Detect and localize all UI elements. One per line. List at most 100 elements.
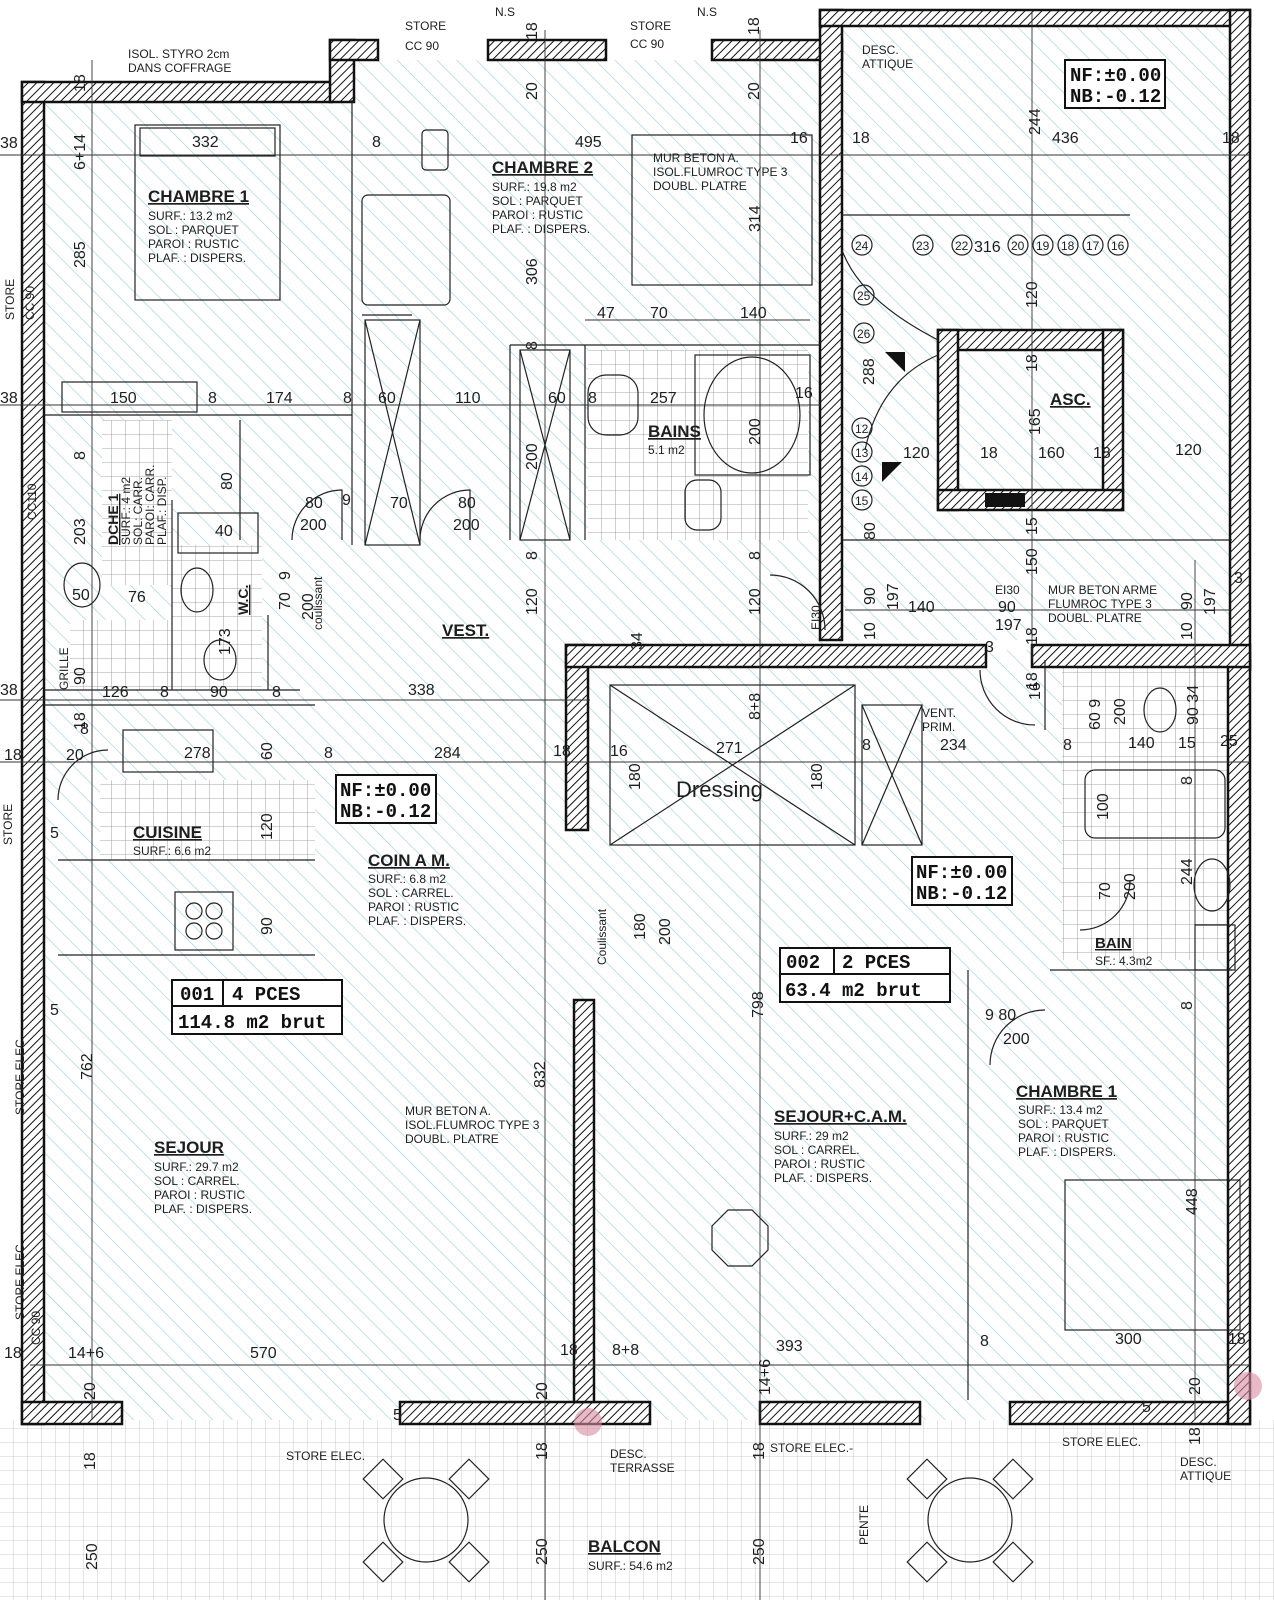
svg-text:90: 90 bbox=[998, 599, 1016, 616]
label-desc-attique-bot-1: DESC. bbox=[1180, 1455, 1217, 1469]
label-mur-beton-1: MUR BETON A. bbox=[653, 151, 739, 165]
label-isol-1: ISOL. STYRO 2cm bbox=[128, 47, 229, 61]
svg-text:8: 8 bbox=[80, 721, 89, 738]
svg-text:18: 18 bbox=[852, 130, 870, 147]
svg-text:140: 140 bbox=[908, 599, 935, 616]
svg-text:338: 338 bbox=[408, 682, 435, 699]
svg-text:9 80: 9 80 bbox=[985, 1007, 1016, 1024]
svg-text:200: 200 bbox=[524, 443, 541, 470]
label-vent-2: PRIM. bbox=[922, 720, 955, 734]
svg-text:14: 14 bbox=[855, 470, 869, 484]
svg-text:20: 20 bbox=[1187, 1377, 1204, 1395]
svg-text:CUISINE: CUISINE bbox=[133, 823, 202, 842]
room-chambre1-right: CHAMBRE 1 SURF.: 13.4 m2 SOL : PARQUET P… bbox=[1016, 1082, 1117, 1159]
svg-text:NB:-0.12: NB:-0.12 bbox=[1070, 86, 1161, 108]
svg-text:SF.: 4.3m2: SF.: 4.3m2 bbox=[1095, 954, 1153, 968]
svg-text:174: 174 bbox=[266, 390, 293, 407]
label-mur-sej-2: ISOL.FLUMROC TYPE 3 bbox=[405, 1118, 540, 1132]
svg-text:SOL : CARREL.: SOL : CARREL. bbox=[774, 1143, 860, 1157]
svg-text:8: 8 bbox=[524, 551, 541, 560]
svg-text:15: 15 bbox=[1024, 517, 1041, 535]
svg-text:CHAMBRE 1: CHAMBRE 1 bbox=[1016, 1082, 1117, 1101]
svg-text:NB:-0.12: NB:-0.12 bbox=[916, 883, 1007, 905]
room-balcon: BALCON SURF.: 54.6 m2 bbox=[588, 1537, 673, 1573]
svg-text:8: 8 bbox=[160, 684, 169, 701]
svg-text:150: 150 bbox=[110, 390, 137, 407]
svg-text:NF:±0.00: NF:±0.00 bbox=[1070, 65, 1161, 87]
svg-text:8+8: 8+8 bbox=[612, 1342, 639, 1359]
svg-text:448: 448 bbox=[1184, 1188, 1201, 1215]
label-coulissant-a: coulissant bbox=[311, 576, 325, 630]
svg-text:90 34: 90 34 bbox=[1185, 685, 1202, 725]
svg-text:200: 200 bbox=[747, 418, 764, 445]
svg-text:20: 20 bbox=[534, 1382, 551, 1400]
svg-text:60 9: 60 9 bbox=[1087, 699, 1104, 730]
room-coin-am: COIN A M. SURF.: 6.8 m2 SOL : CARREL. PA… bbox=[368, 851, 466, 928]
svg-text:180: 180 bbox=[809, 763, 826, 790]
svg-text:8: 8 bbox=[372, 134, 381, 151]
room-sejour-cam: SEJOUR+C.A.M. SURF.: 29 m2 SOL : CARREL.… bbox=[774, 1107, 907, 1185]
svg-text:PLAF. : DISPERS.: PLAF. : DISPERS. bbox=[368, 914, 466, 928]
label-store-elec-b3: STORE ELEC. bbox=[1062, 1435, 1141, 1449]
svg-text:CHAMBRE 2: CHAMBRE 2 bbox=[492, 158, 593, 177]
partitions bbox=[44, 100, 1232, 1400]
svg-text:20: 20 bbox=[66, 747, 84, 764]
svg-text:14+6: 14+6 bbox=[68, 1345, 104, 1362]
svg-text:12: 12 bbox=[855, 422, 869, 436]
svg-text:80: 80 bbox=[862, 522, 879, 540]
svg-text:200: 200 bbox=[1003, 1031, 1030, 1048]
svg-text:90: 90 bbox=[862, 587, 879, 605]
svg-text:PAROI : RUSTIC: PAROI : RUSTIC bbox=[154, 1188, 245, 1202]
svg-text:16: 16 bbox=[610, 743, 628, 760]
svg-text:197: 197 bbox=[885, 583, 902, 610]
svg-text:16: 16 bbox=[1111, 239, 1125, 253]
svg-text:SOL : CARREL.: SOL : CARREL. bbox=[368, 886, 454, 900]
svg-text:120: 120 bbox=[1175, 442, 1202, 459]
svg-text:001: 001 bbox=[180, 984, 214, 1006]
room-vest: VEST. bbox=[442, 621, 489, 640]
svg-text:SURF.: 29.7 m2: SURF.: 29.7 m2 bbox=[154, 1160, 239, 1174]
svg-text:18: 18 bbox=[1024, 354, 1041, 372]
svg-text:PLAF.: DISP.: PLAF.: DISP. bbox=[155, 477, 169, 545]
svg-text:5.1 m2: 5.1 m2 bbox=[648, 443, 685, 457]
svg-text:110: 110 bbox=[455, 390, 481, 407]
svg-text:203: 203 bbox=[72, 518, 89, 545]
svg-text:18: 18 bbox=[4, 1345, 22, 1362]
svg-text:9: 9 bbox=[277, 571, 294, 580]
svg-text:BAIN: BAIN bbox=[1095, 935, 1132, 952]
svg-text:14+6: 14+6 bbox=[757, 1359, 774, 1395]
svg-text:SURF.: 6.8 m2: SURF.: 6.8 m2 bbox=[368, 872, 446, 886]
svg-text:197: 197 bbox=[1202, 588, 1219, 615]
svg-text:3: 3 bbox=[1234, 570, 1243, 587]
svg-text:18: 18 bbox=[534, 1442, 551, 1460]
svg-text:314: 314 bbox=[747, 205, 764, 232]
svg-text:DCHE 1: DCHE 1 bbox=[105, 493, 121, 545]
svg-text:90: 90 bbox=[1179, 592, 1196, 610]
svg-text:PAROI : RUSTIC: PAROI : RUSTIC bbox=[774, 1157, 865, 1171]
furniture bbox=[57, 124, 1262, 1583]
label-mur-sej-1: MUR BETON A. bbox=[405, 1104, 491, 1118]
svg-text:38: 38 bbox=[0, 682, 18, 699]
svg-text:393: 393 bbox=[776, 1338, 803, 1355]
label-pente: PENTE bbox=[857, 1505, 871, 1545]
svg-text:140: 140 bbox=[1128, 735, 1155, 752]
svg-text:200: 200 bbox=[300, 517, 327, 534]
svg-text:8: 8 bbox=[324, 745, 333, 762]
label-cc90-left-bottom: CC 90 bbox=[29, 1311, 43, 1345]
svg-text:63.4 m2 brut: 63.4 m2 brut bbox=[785, 980, 922, 1002]
label-isol-2: DANS COFFRAGE bbox=[128, 61, 231, 75]
svg-text:SOL: CARR.: SOL: CARR. bbox=[131, 477, 145, 545]
label-ei30-b: EI30 bbox=[995, 583, 1020, 597]
room-sejour: SEJOUR SURF.: 29.7 m2 SOL : CARREL. PARO… bbox=[154, 1138, 252, 1216]
svg-text:COIN A M.: COIN A M. bbox=[368, 851, 450, 870]
svg-text:24: 24 bbox=[855, 239, 869, 253]
svg-text:18: 18 bbox=[980, 445, 998, 462]
svg-text:18: 18 bbox=[1187, 1427, 1204, 1445]
nf-box-mid: NF:±0.00 NB:-0.12 bbox=[335, 774, 437, 824]
label-store-a: STORE bbox=[405, 19, 446, 33]
svg-text:306: 306 bbox=[524, 258, 541, 285]
svg-text:SOL : PARQUET: SOL : PARQUET bbox=[492, 194, 583, 208]
svg-text:20: 20 bbox=[746, 82, 763, 100]
svg-text:18: 18 bbox=[1024, 627, 1041, 645]
svg-text:150: 150 bbox=[1024, 548, 1041, 575]
